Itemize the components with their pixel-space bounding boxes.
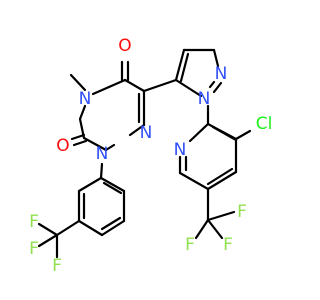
atom-f-right-1: F: [185, 235, 195, 255]
atom-n-methyl: N: [79, 89, 92, 109]
atom-o-left: O: [56, 136, 69, 156]
atom-n-pyrazole-1: N: [215, 64, 228, 84]
molecule-structure-canvas: O N O N N N N Cl N F F F F F F: [0, 0, 300, 300]
atom-f-left-1: F: [29, 212, 39, 232]
bond-lines: [37, 48, 252, 259]
atom-o-top: O: [118, 36, 131, 56]
atom-labels: O N O N N N N Cl N F F F F F F: [29, 36, 272, 276]
atom-f-right-2: F: [223, 235, 233, 255]
atom-f-right-3: F: [237, 202, 247, 222]
atom-n-triazine-2: N: [96, 144, 109, 164]
atom-n-pyridine: N: [174, 140, 187, 160]
atom-f-left-3: F: [52, 256, 62, 276]
atom-f-left-2: F: [29, 239, 39, 259]
canvas-background: [0, 0, 300, 300]
atom-n-triazine-1: N: [140, 123, 153, 143]
atom-chlorine: Cl: [256, 114, 273, 134]
atom-n-pyrazole-2: N: [198, 89, 211, 109]
